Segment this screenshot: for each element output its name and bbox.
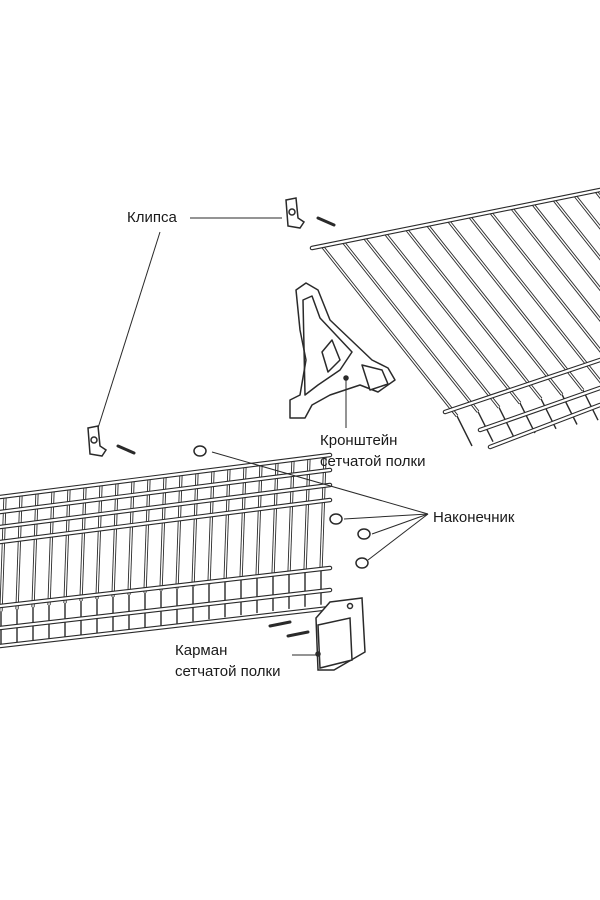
- wire: [489, 211, 600, 352]
- wire: [256, 464, 262, 579]
- wire: [531, 202, 600, 290]
- wire: [405, 228, 542, 400]
- wire: [304, 457, 310, 572]
- wire: [468, 215, 600, 382]
- shelf-pocket: [315, 597, 366, 671]
- wire: [384, 232, 521, 404]
- label-pocket-line2: сетчатой полки: [175, 663, 281, 680]
- wire: [0, 497, 6, 612]
- wire: [176, 474, 182, 589]
- label-bracket-line2: сетчатой полки: [320, 453, 426, 470]
- rod: [0, 468, 332, 514]
- wire: [363, 236, 500, 408]
- wire: [80, 486, 86, 601]
- shelf-bracket: [289, 282, 396, 419]
- rod: [0, 483, 332, 529]
- end-caps: [193, 445, 371, 569]
- screw-upper: [316, 216, 336, 227]
- wire: [96, 484, 102, 599]
- wire: [240, 466, 246, 581]
- label-pocket: Карман сетчатой полки: [175, 640, 280, 682]
- wire: [342, 241, 479, 413]
- wire: [144, 478, 150, 593]
- label-clip: Клипса: [127, 209, 177, 226]
- wire: [594, 189, 600, 198]
- wire: [456, 415, 473, 447]
- wire: [112, 482, 118, 597]
- wire: [426, 224, 563, 395]
- label-bracket: Кронштейн сетчатой полки: [320, 430, 425, 472]
- wire: [593, 189, 600, 199]
- clip-lower: [87, 425, 108, 457]
- wire: [288, 459, 294, 574]
- support-rod: [478, 386, 600, 432]
- wire: [64, 489, 70, 604]
- support-rod: [488, 403, 600, 449]
- lower-wire-shelf: [0, 452, 333, 649]
- wire: [321, 245, 458, 417]
- wire: [32, 493, 38, 608]
- wire: [48, 491, 54, 606]
- front-rod: [310, 188, 600, 250]
- rod: [0, 498, 332, 544]
- wire: [16, 495, 22, 610]
- wire: [208, 470, 214, 585]
- wire: [447, 219, 584, 391]
- label-bracket-line1: Кронштейн: [320, 432, 398, 449]
- wire: [192, 472, 198, 587]
- wire: [572, 193, 600, 230]
- rod: [0, 606, 332, 648]
- wire: [128, 480, 134, 595]
- support-rod: [443, 358, 600, 414]
- wire: [320, 455, 326, 570]
- rod: [0, 453, 332, 499]
- upper-wire-shelf: [309, 187, 600, 450]
- clip-upper: [285, 197, 306, 229]
- label-pocket-line1: Карман: [175, 642, 228, 659]
- rod: [0, 566, 332, 608]
- leader-lines: [97, 217, 429, 656]
- screw-lower: [116, 444, 136, 455]
- pocket-screws: [268, 620, 310, 638]
- wire: [573, 193, 600, 229]
- wire: [552, 198, 600, 260]
- wire: [510, 206, 600, 321]
- wire: [519, 402, 536, 434]
- wire: [224, 468, 230, 583]
- wire: [530, 202, 600, 292]
- label-end-cap: Наконечник: [433, 509, 515, 526]
- rod: [0, 588, 332, 630]
- wire: [160, 476, 166, 591]
- wire: [272, 461, 278, 577]
